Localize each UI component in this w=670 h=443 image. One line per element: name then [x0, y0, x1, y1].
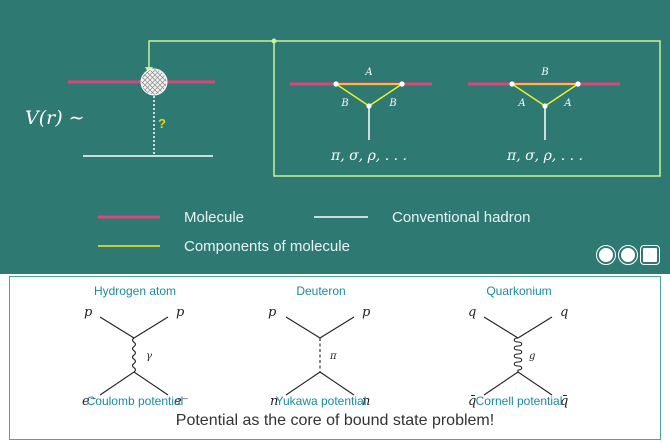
deuteron-exchange-label: π [329, 351, 337, 362]
component-triangle-left [333, 83, 405, 107]
hydrogen-in-bottom: e⁻ [82, 394, 97, 409]
fermion-line [99, 316, 135, 339]
legend-components-label: Components of molecule [184, 238, 350, 255]
quarkonium-out-top: q [560, 305, 568, 320]
fermion-line [319, 316, 355, 339]
component-label-top-right: B [540, 67, 548, 78]
hydrogen-in-top: p [84, 305, 93, 320]
hydrogen-potential: Coulomb potential [87, 394, 184, 408]
deuteron-title: Deuteron [296, 284, 345, 298]
component-label-top-left: A [364, 67, 372, 78]
deuteron-out-top: p [362, 305, 371, 320]
deuteron-in-top: p [268, 305, 277, 320]
institute-seal-icon [618, 245, 638, 265]
academy-emblem-icon [640, 245, 660, 265]
university-seal-icon [596, 245, 616, 265]
deuteron-out-bottom: n [362, 394, 370, 409]
legend-conventional-label: Conventional hadron [392, 209, 530, 226]
hydrogen-exchange-label: γ [146, 351, 152, 362]
quarkonium-in-bottom: q̄ [468, 394, 476, 409]
component-label-side-right: B [388, 98, 396, 109]
vertex-dot [575, 81, 581, 87]
deuteron-potential: Yukawa potential [276, 394, 367, 408]
fermion-line [133, 316, 169, 339]
question-mark: ? [158, 116, 166, 131]
legend-molecule-label: Molecule [184, 209, 244, 226]
fermion-line [133, 371, 169, 396]
quarkonium-exchange-label: g [529, 351, 535, 362]
fermion-line [285, 371, 321, 396]
tagline: Potential as the core of bound state pro… [175, 412, 495, 429]
photon-wavy-line [131, 337, 137, 373]
connector-node [271, 38, 277, 44]
vertex-dot [542, 103, 548, 109]
fermion-line [517, 316, 553, 339]
feynman-diagrams-panel [9, 276, 661, 440]
quarkonium-out-bottom: q̄ [560, 394, 568, 409]
quarkonium-potential: Cornell potential [476, 394, 563, 408]
component-label-side-left: A [517, 98, 525, 109]
quarkonium-in-top: q [468, 305, 476, 320]
vertex-dot [333, 81, 339, 87]
component-triangle-right [509, 83, 581, 107]
molecule-potential-panel [0, 0, 670, 274]
component-label-side-left: B [340, 98, 348, 109]
hydrogen-title: Hydrogen atom [94, 284, 176, 298]
vertex-dot [509, 81, 515, 87]
meson-list-left: π, σ, ρ, . . . [330, 148, 407, 164]
fermion-line [285, 316, 321, 339]
effective-vertex-blob [140, 68, 168, 96]
quarkonium-title: Quarkonium [486, 284, 551, 298]
fermion-line [99, 371, 135, 396]
meson-list-right: π, σ, ρ, . . . [506, 148, 583, 164]
component-label-side-right: A [563, 98, 571, 109]
vertex-dot [399, 81, 405, 87]
hydrogen-out-top: p [176, 305, 185, 320]
gluon-curly-line [513, 337, 523, 372]
fermion-line [517, 371, 553, 396]
potential-label: V(r) ∼ [25, 107, 85, 129]
fermion-line [483, 371, 519, 396]
fermion-line [319, 371, 355, 396]
fermion-line [483, 316, 519, 339]
hydrogen-out-bottom: e⁻ [174, 394, 189, 409]
vertex-dot [366, 103, 372, 109]
connector-line [148, 40, 274, 71]
deuteron-in-bottom: n [270, 394, 278, 409]
exchange-frame [273, 40, 661, 177]
